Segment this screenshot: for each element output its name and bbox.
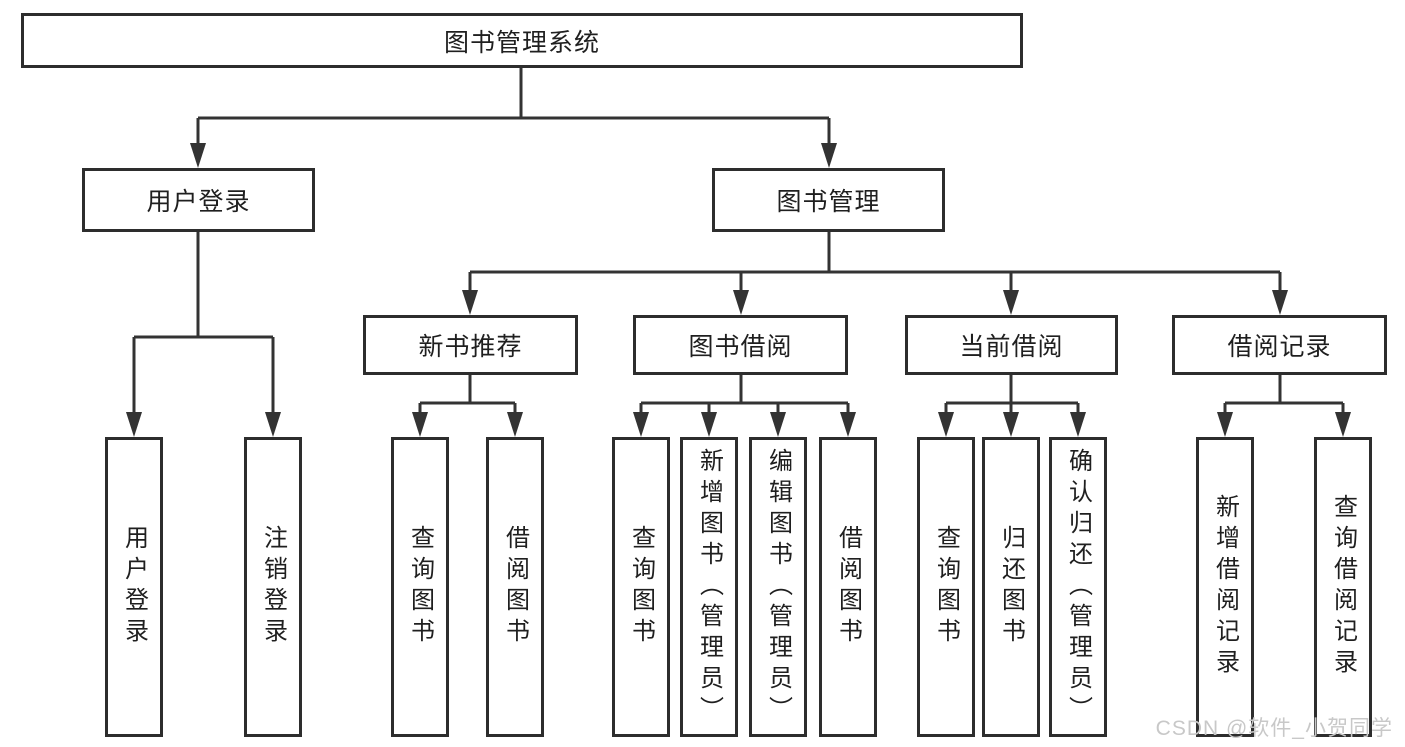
arrowhead <box>412 412 428 437</box>
connector-strokes <box>132 68 1345 419</box>
node-label: 用户登录 <box>146 188 251 216</box>
leaf-borrow-borrow-book: 借阅图书 <box>819 437 877 737</box>
leaf-current-confirm-return-admin: 确认归还（管理员） <box>1049 437 1107 737</box>
arrowhead <box>1335 412 1351 437</box>
node-label: 注销登录 <box>259 525 287 649</box>
node-label: 编辑图书（管理员） <box>764 447 792 727</box>
csdn-watermark: CSDN @软件_小贺同学 <box>1155 717 1393 740</box>
node-user-login: 用户登录 <box>82 168 315 232</box>
arrowhead <box>938 412 954 437</box>
leaf-recommend-query-book: 查询图书 <box>391 437 449 737</box>
arrowhead <box>1070 412 1086 437</box>
node-library-management-system: 图书管理系统 <box>21 13 1023 68</box>
arrowhead <box>265 412 281 437</box>
arrowheads <box>126 143 1351 437</box>
arrowhead <box>633 412 649 437</box>
leaf-borrow-add-book-admin: 新增图书（管理员） <box>680 437 738 737</box>
node-label: 新书推荐 <box>418 333 523 361</box>
leaf-logout-login: 注销登录 <box>244 437 302 737</box>
connector-bookborrow-to-leaves <box>639 375 850 419</box>
node-label: 借阅记录 <box>1227 333 1332 361</box>
arrowhead <box>126 412 142 437</box>
node-label: 借阅图书 <box>834 525 862 649</box>
node-borrow-record: 借阅记录 <box>1172 315 1387 375</box>
node-label: 查询图书 <box>627 525 655 649</box>
leaf-borrow-edit-book-admin: 编辑图书（管理员） <box>749 437 807 737</box>
arrowhead <box>1003 290 1019 315</box>
connector-root-to-level2 <box>196 68 831 150</box>
node-label: 确认归还（管理员） <box>1064 447 1092 727</box>
node-label: 归还图书 <box>997 525 1025 649</box>
node-current-borrow: 当前借阅 <box>905 315 1118 375</box>
connector-currentborrow-to-leaves <box>944 375 1080 419</box>
arrowhead <box>770 412 786 437</box>
node-label: 查询图书 <box>406 525 434 649</box>
node-label: 新增图书（管理员） <box>695 447 723 727</box>
arrowhead <box>1003 412 1019 437</box>
leaf-record-add-borrow-record: 新增借阅记录 <box>1196 437 1254 737</box>
leaf-user-login: 用户登录 <box>105 437 163 737</box>
node-label: 查询图书 <box>932 525 960 649</box>
node-label: 图书管理 <box>776 188 881 216</box>
arrowhead <box>733 290 749 315</box>
node-label: 当前借阅 <box>959 333 1064 361</box>
node-label: 新增借阅记录 <box>1211 494 1239 680</box>
node-label: 图书借阅 <box>688 333 793 361</box>
node-new-book-recommend: 新书推荐 <box>363 315 578 375</box>
leaf-borrow-query-book: 查询图书 <box>612 437 670 737</box>
leaf-recommend-borrow-book: 借阅图书 <box>486 437 544 737</box>
node-book-borrow: 图书借阅 <box>633 315 848 375</box>
arrowhead <box>821 143 837 168</box>
connector-userlogin-to-leaves <box>132 232 275 419</box>
arrowhead <box>1272 290 1288 315</box>
arrowhead <box>701 412 717 437</box>
leaf-current-query-book: 查询图书 <box>917 437 975 737</box>
arrowhead <box>462 290 478 315</box>
arrowhead <box>190 143 206 168</box>
connector-newbook-to-leaves <box>418 375 517 419</box>
node-label: 用户登录 <box>120 525 148 649</box>
arrowhead <box>840 412 856 437</box>
node-book-management: 图书管理 <box>712 168 945 232</box>
leaf-record-query-borrow-record: 查询借阅记录 <box>1314 437 1372 737</box>
arrowhead <box>507 412 523 437</box>
connector-bookmgmt-to-level3 <box>468 232 1282 297</box>
arrowhead <box>1217 412 1233 437</box>
leaf-current-return-book: 归还图书 <box>982 437 1040 737</box>
node-label: 借阅图书 <box>501 525 529 649</box>
node-label: 图书管理系统 <box>443 28 600 57</box>
node-label: 查询借阅记录 <box>1329 494 1357 680</box>
connector-borrowrecord-to-leaves <box>1223 375 1345 419</box>
